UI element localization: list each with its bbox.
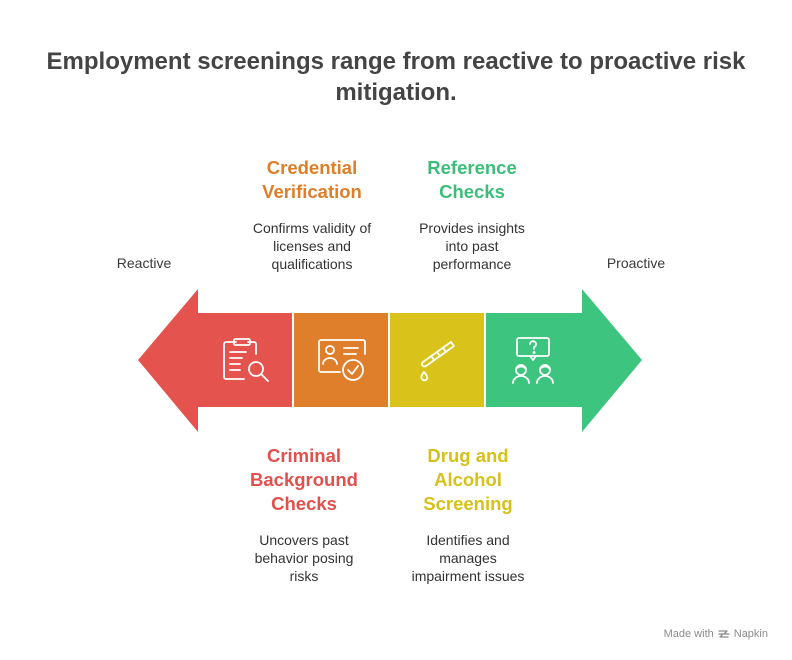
left-arrowhead [138,289,198,432]
clipboard-search-icon [223,338,269,382]
people-question-icon [512,337,554,384]
segment-criminal-background [198,313,292,407]
made-with-napkin-footer: Made with Napkin [664,628,768,640]
diagram-title: Employment screenings range from reactiv… [46,48,746,106]
napkin-brand-label: Napkin [733,628,768,640]
segment-drug-alcohol [390,313,484,407]
stage-heading-credential-verification: Credential Verification [262,157,362,202]
proactive-label: Proactive [606,255,666,271]
reactive-label: Reactive [116,255,172,271]
right-arrowhead [582,289,642,432]
test-tube-drop-icon [420,341,455,382]
stage-description-reference-checks: Provides insights into past performance [419,220,525,272]
id-card-check-icon [318,339,366,381]
stage-description-drug-alcohol-screening: Identifies and manages impairment issues [411,532,525,584]
stage-heading-reference-checks: Reference Checks [427,157,517,202]
made-with-label: Made with [663,628,714,640]
napkin-logo-icon [718,630,730,638]
stage-description-credential-verification: Confirms validity of licenses and qualif… [252,220,372,272]
stage-heading-criminal-background-checks: Criminal Background Checks [250,445,358,514]
stage-description-criminal-background-checks: Uncovers past behavior posing risks [254,532,354,584]
stage-heading-drug-alcohol-screening: Drug and Alcohol Screening [423,445,513,514]
segment-credential-verification [294,313,388,407]
